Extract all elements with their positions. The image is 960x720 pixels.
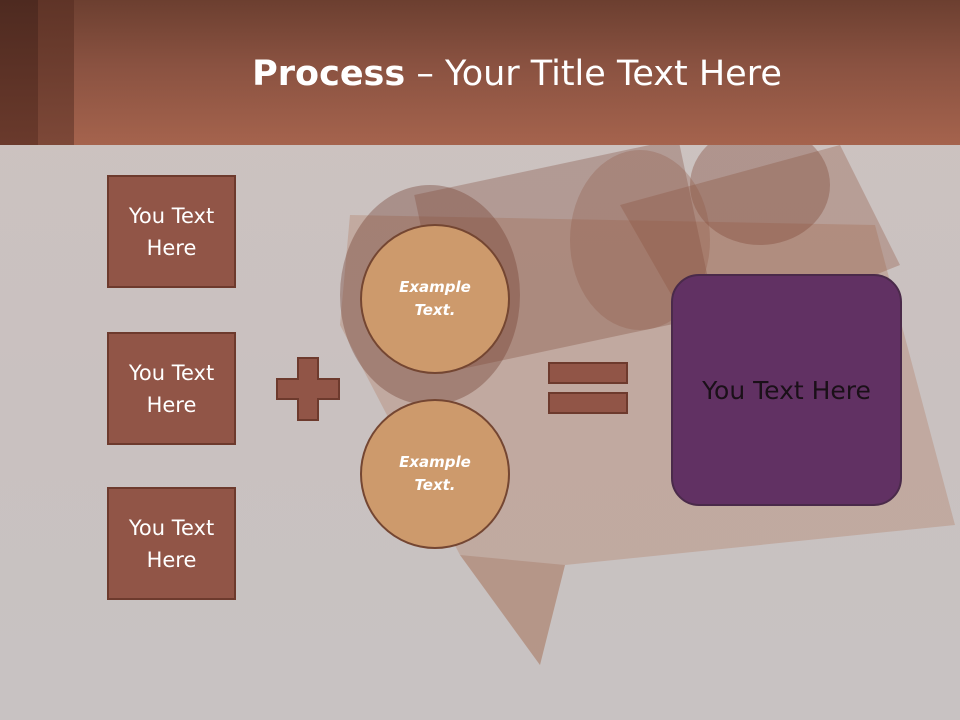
example-circle-1[interactable]: Example Text. [360, 224, 510, 374]
header-band [0, 0, 960, 145]
text-box-label: You Text Here [128, 360, 215, 417]
header-accent-stripe [0, 0, 38, 145]
text-box-2[interactable]: You Text Here [107, 332, 236, 445]
text-box-3[interactable]: You Text Here [107, 487, 236, 600]
circle-label: Example Text. [399, 278, 471, 319]
text-box-label: You Text Here [128, 515, 215, 572]
title-bold-part: Process [252, 54, 406, 94]
text-box-label: You Text Here [128, 203, 215, 260]
circle-label: Example Text. [399, 453, 471, 494]
text-box-1[interactable]: You Text Here [107, 175, 236, 288]
result-label: You Text Here [702, 375, 871, 405]
plus-icon [276, 357, 340, 421]
equals-icon [548, 362, 628, 414]
result-box[interactable]: You Text Here [671, 274, 902, 506]
header-accent-stripe [38, 0, 74, 145]
title-rest-part: – Your Title Text Here [405, 54, 782, 94]
example-circle-2[interactable]: Example Text. [360, 399, 510, 549]
slide-title: Process – Your Title Text Here [74, 50, 960, 98]
